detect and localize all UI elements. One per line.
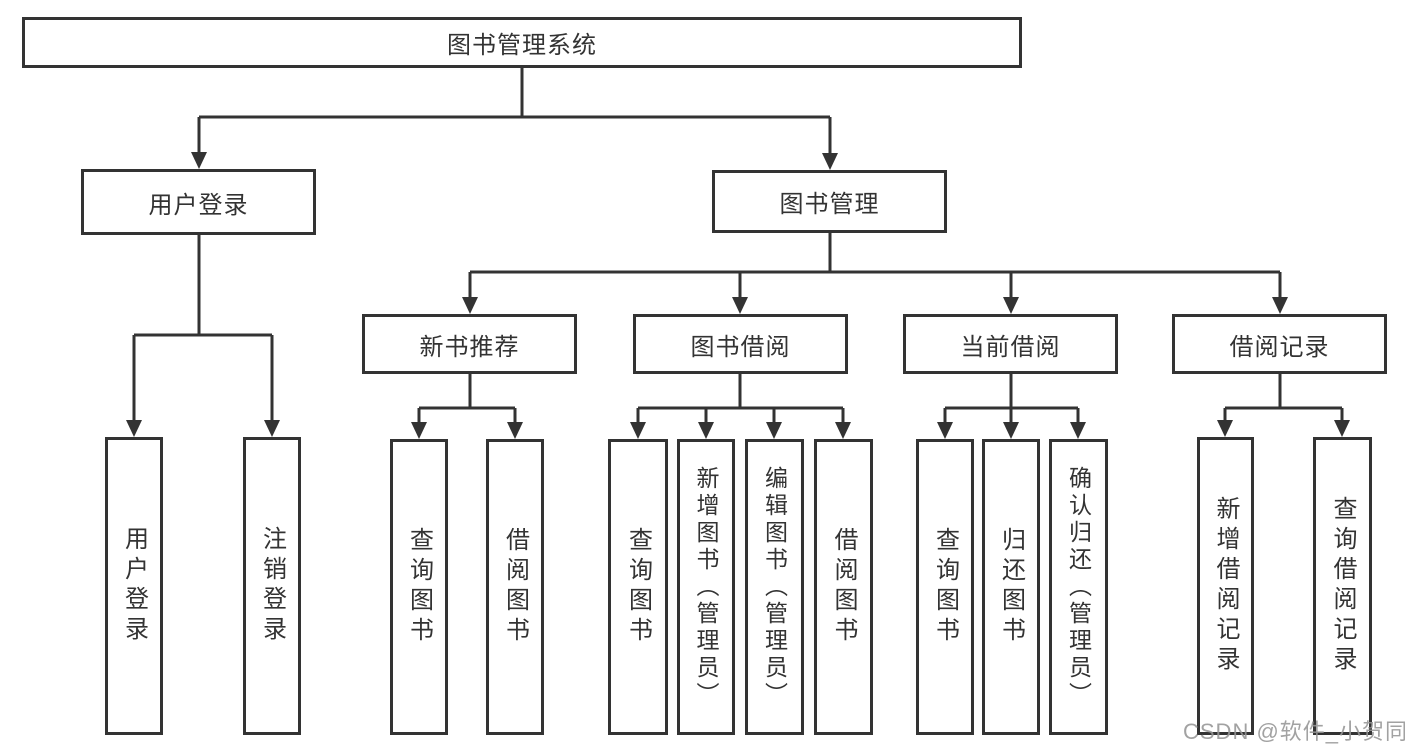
node-logout: 注销登录: [243, 437, 301, 735]
node-label: 新书推荐: [419, 333, 520, 361]
node-label: 确认归还（管理员）: [1065, 465, 1092, 709]
node-current-borrowing: 当前借阅: [903, 314, 1118, 374]
node-query-books-borrowing: 查询图书: [608, 439, 668, 735]
node-borrow-books-recommend: 借阅图书: [486, 439, 544, 735]
node-label: 编辑图书（管理员）: [761, 465, 788, 709]
node-add-book-admin: 新增图书（管理员）: [677, 439, 735, 735]
node-label: 新增图书（管理员）: [693, 465, 719, 709]
node-label: 借阅记录: [1229, 333, 1330, 361]
node-add-borrow-record: 新增借阅记录: [1197, 437, 1254, 735]
node-label: 归还图书: [997, 527, 1025, 647]
node-new-book-recommend: 新书推荐: [362, 314, 577, 374]
node-label: 新增借阅记录: [1212, 496, 1239, 676]
csdn-watermark: CSDN @软件_小贺同学: [1183, 719, 1405, 744]
node-label: 查询借阅记录: [1329, 496, 1356, 676]
node-query-books-current: 查询图书: [916, 439, 974, 735]
node-user-login: 用户登录: [81, 169, 316, 235]
node-book-management: 图书管理: [712, 170, 947, 233]
node-library-system: 图书管理系统: [22, 17, 1022, 68]
node-label: 图书管理系统: [447, 32, 597, 59]
node-label: 当前借阅: [960, 333, 1061, 361]
node-label: 用户登录: [120, 526, 148, 646]
node-label: 借阅图书: [501, 527, 529, 647]
node-label: 注销登录: [258, 526, 286, 646]
node-book-borrowing: 图书借阅: [633, 314, 848, 374]
node-label: 图书借阅: [690, 333, 791, 361]
node-query-borrow-record: 查询借阅记录: [1313, 437, 1372, 735]
node-borrow-books-borrowing: 借阅图书: [814, 439, 873, 735]
node-label: 图书管理: [779, 191, 880, 218]
node-confirm-return-admin: 确认归还（管理员）: [1049, 439, 1108, 735]
node-label: 用户登录: [148, 191, 249, 219]
node-label: 借阅图书: [830, 527, 857, 647]
node-query-books-recommend: 查询图书: [390, 439, 448, 735]
node-label: 查询图书: [624, 527, 652, 647]
node-borrow-records: 借阅记录: [1172, 314, 1387, 374]
node-user-login-leaf: 用户登录: [105, 437, 163, 735]
node-edit-book-admin: 编辑图书（管理员）: [745, 439, 804, 735]
node-label: 查询图书: [405, 527, 433, 647]
node-label: 查询图书: [931, 527, 959, 647]
node-return-book: 归还图书: [982, 439, 1040, 735]
